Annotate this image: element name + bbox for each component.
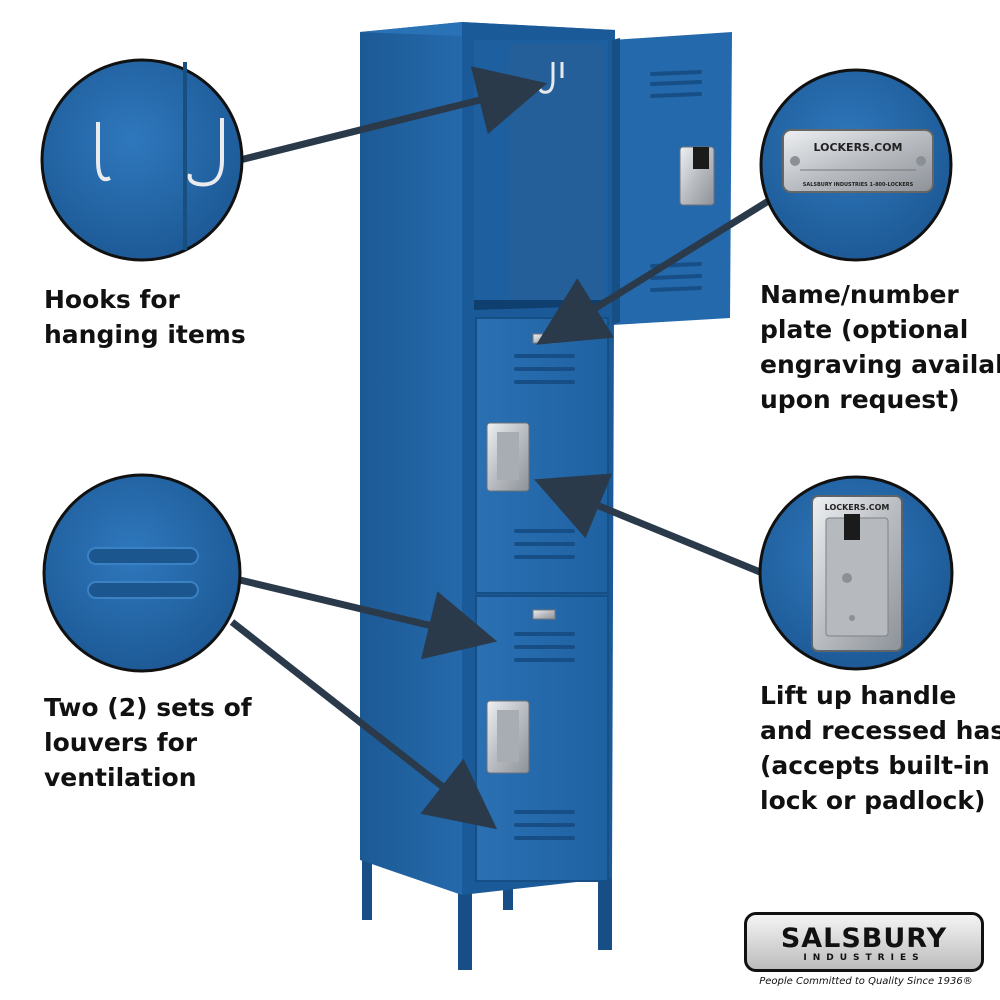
middle-door-number-plate: [532, 333, 556, 344]
arrow-hooks: [239, 66, 548, 164]
plate-brand-text: LOCKERS.COM: [813, 141, 902, 154]
arrow-louvers-upper: [239, 576, 498, 660]
caption-line: lock or padlock): [760, 786, 986, 815]
plate-fine-print: SALSBURY INDUSTRIES 1-800-LOCKERS: [803, 182, 914, 188]
arrow-handle: [534, 473, 762, 576]
caption-louvers: Two (2) sets of louvers for ventilation: [44, 690, 252, 795]
closeup-handle: LOCKERS.COM: [758, 475, 954, 671]
arrow-plate: [536, 197, 772, 345]
locker-leg-front-left: [458, 880, 472, 970]
callout-arrows: [229, 66, 772, 830]
locker-leg-back-left: [362, 855, 372, 920]
salsbury-logo: SALSBURY INDUSTRIES People Committed to …: [741, 910, 991, 995]
closeup-louvers: [42, 473, 242, 673]
lock-icon: [844, 514, 860, 540]
middle-door-hasp: [497, 432, 519, 480]
caption-line: Name/number: [760, 280, 959, 309]
hook-icon: [96, 122, 111, 182]
bottom-door-number-plate: [532, 609, 556, 620]
caption-line: and recessed hasp: [760, 716, 1000, 745]
locker-leg-front-right: [598, 870, 612, 950]
caption-line: Two (2) sets of: [44, 693, 252, 722]
arrow-louvers-lower: [229, 619, 498, 830]
louvers-middle-door-top: [514, 354, 575, 384]
hook-icon: [187, 118, 224, 187]
caption-line: (accepts built-in: [760, 751, 990, 780]
upper-door-open: [612, 32, 732, 325]
louvers-bottom-door-bottom: [514, 810, 575, 840]
hasp-brand-text: LOCKERS.COM: [825, 503, 890, 512]
locker: [360, 22, 732, 970]
logo-tagline: People Committed to Quality Since 1936®: [759, 976, 973, 987]
locker-side-panel: [360, 22, 462, 895]
closeup-hooks: [40, 58, 244, 262]
caption-hooks: Hooks for hanging items: [44, 282, 246, 352]
caption-line: Lift up handle: [760, 681, 957, 710]
upper-door-edge: [612, 38, 620, 325]
caption-line: hanging items: [44, 320, 246, 349]
latch-lock-icon: [693, 147, 709, 169]
caption-handle: Lift up handle and recessed hasp (accept…: [760, 678, 1000, 818]
upper-compartment-back-wall: [510, 44, 604, 300]
closeup-name-plate: LOCKERS.COM SALSBURY INDUSTRIES 1-800-LO…: [759, 68, 953, 262]
locker-leg-back-right: [503, 870, 513, 910]
caption-line: Hooks for: [44, 285, 180, 314]
logo-subtitle: INDUSTRIES: [803, 953, 925, 963]
caption-line: ventilation: [44, 763, 197, 792]
logo-name: SALSBURY: [780, 923, 948, 954]
logo-badge: SALSBURY INDUSTRIES: [744, 912, 984, 972]
louvers-bottom-door-top: [514, 632, 575, 662]
caption-line: plate (optional: [760, 315, 969, 344]
caption-line: engraving available: [760, 350, 1000, 379]
bottom-door-hasp: [497, 710, 519, 762]
caption-line: upon request): [760, 385, 960, 414]
caption-line: louvers for: [44, 728, 198, 757]
caption-name-plate: Name/number plate (optional engraving av…: [760, 277, 1000, 417]
